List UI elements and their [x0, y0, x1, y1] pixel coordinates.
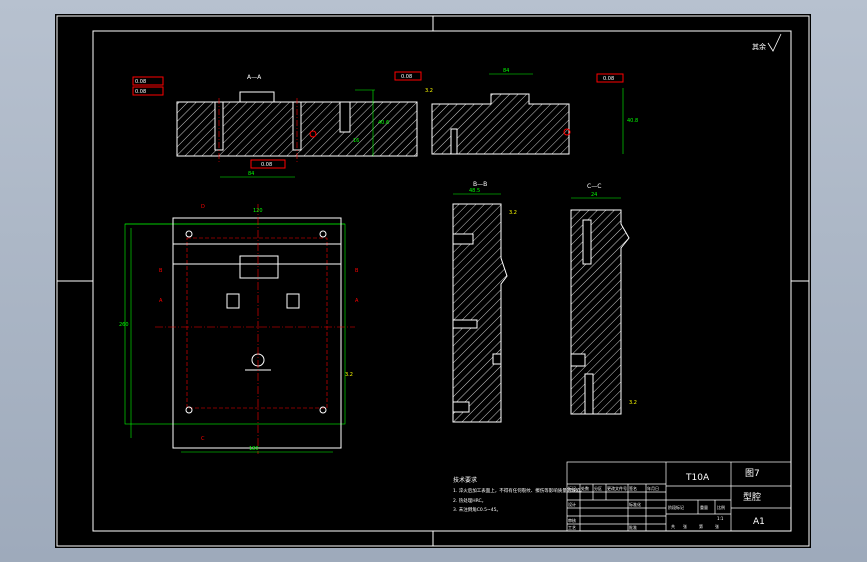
section-bb-view: B—B 48.5 3.2 — [452, 181, 517, 423]
svg-text:D: D — [201, 204, 205, 210]
svg-text:张: 张 — [715, 523, 719, 529]
drawing-canvas: 其余 A—A 84 40.6 16 0.0 — [56, 15, 810, 547]
svg-text:签名: 签名 — [629, 485, 637, 491]
svg-text:3.2: 3.2 — [509, 210, 517, 216]
svg-text:A—A: A—A — [247, 74, 262, 81]
svg-text:型腔: 型腔 — [743, 491, 761, 503]
svg-text:重量: 重量 — [700, 504, 708, 510]
svg-text:A1: A1 — [753, 517, 765, 527]
tolerance-frame-2 — [250, 159, 286, 169]
svg-text:2. 热处理HRC。: 2. 热处理HRC。 — [453, 497, 486, 504]
title-block-text: T10A 图7 型腔 A1 标记 处数 分区 更改文件号 签名 年月日 设计 标… — [568, 468, 765, 530]
roughness-note: 其余 — [752, 33, 782, 52]
svg-text:C—C: C—C — [587, 183, 601, 190]
svg-text:24: 24 — [591, 192, 597, 198]
svg-text:C: C — [201, 436, 205, 442]
svg-text:0.08: 0.08 — [401, 74, 412, 80]
tolerance-frame-3 — [394, 71, 422, 81]
svg-text:共: 共 — [671, 523, 675, 529]
svg-text:第: 第 — [699, 523, 703, 529]
svg-text:设计: 设计 — [568, 501, 576, 507]
svg-text:张: 张 — [683, 523, 687, 529]
svg-text:84: 84 — [503, 68, 509, 74]
svg-text:审核: 审核 — [568, 517, 576, 523]
svg-text:3.2: 3.2 — [629, 400, 637, 406]
svg-text:比例: 比例 — [717, 504, 725, 510]
svg-text:3. 未注倒角C0.5~45。: 3. 未注倒角C0.5~45。 — [453, 506, 501, 513]
svg-text:阶段标记: 阶段标记 — [668, 504, 684, 510]
svg-text:0.08: 0.08 — [603, 76, 614, 82]
svg-text:标记: 标记 — [568, 485, 576, 491]
svg-text:B: B — [159, 268, 163, 274]
svg-text:B—B: B—B — [473, 181, 487, 188]
drawing-sheet: 其余 A—A 84 40.6 16 0.0 — [55, 14, 811, 548]
svg-text:40.6: 40.6 — [378, 120, 389, 126]
title-block — [566, 461, 792, 532]
outer-frame — [56, 15, 810, 547]
svg-text:0.08: 0.08 — [261, 162, 272, 168]
svg-text:180: 180 — [249, 446, 259, 452]
centering-marks — [57, 16, 809, 546]
svg-text:260: 260 — [119, 322, 129, 328]
svg-text:技术要求: 技术要求 — [453, 476, 477, 484]
svg-text:其余: 其余 — [752, 42, 766, 51]
svg-text:图7: 图7 — [745, 468, 760, 479]
svg-text:0.08: 0.08 — [135, 79, 146, 85]
section-cc-view: C—C 24 3.2 — [570, 183, 637, 415]
svg-text:120: 120 — [253, 208, 263, 214]
svg-text:B: B — [355, 268, 359, 274]
svg-text:更改文件号: 更改文件号 — [607, 485, 627, 491]
svg-text:标准化: 标准化 — [629, 501, 641, 507]
tolerance-frame-1 — [132, 76, 164, 86]
svg-text:T10A: T10A — [685, 473, 710, 483]
top-right-view: 84 40.8 3.2 0.08 0.08 — [394, 68, 638, 155]
plan-view: 180 260 120 3.2 D B B A A C — [119, 204, 359, 454]
section-aa-view: A—A 84 40.6 16 0.08 0.08 0 — [132, 74, 418, 178]
svg-text:16: 16 — [353, 138, 359, 144]
svg-text:3.2: 3.2 — [425, 88, 433, 94]
svg-text:工艺: 工艺 — [568, 525, 576, 530]
svg-text:分区: 分区 — [594, 485, 602, 491]
svg-text:0.08: 0.08 — [135, 89, 146, 95]
svg-text:处数: 处数 — [581, 485, 589, 491]
svg-text:1. 淬火后加工表面上，不得有任何裂纹、擦伤等影响质量的缺陷: 1. 淬火后加工表面上，不得有任何裂纹、擦伤等影响质量的缺陷。 — [453, 487, 585, 494]
svg-text:3.2: 3.2 — [345, 372, 353, 378]
tolerance-frame-4 — [596, 73, 624, 83]
technical-requirements: 技术要求 1. 淬火后加工表面上，不得有任何裂纹、擦伤等影响质量的缺陷。 2. … — [453, 476, 585, 513]
svg-text:48.5: 48.5 — [469, 188, 480, 194]
svg-text:A: A — [355, 298, 359, 304]
svg-text:A: A — [159, 298, 163, 304]
svg-text:年月日: 年月日 — [647, 485, 659, 491]
svg-text:批准: 批准 — [629, 524, 637, 530]
svg-text:40.8: 40.8 — [627, 118, 638, 124]
svg-text:1:1: 1:1 — [717, 516, 724, 521]
svg-text:84: 84 — [248, 171, 254, 177]
